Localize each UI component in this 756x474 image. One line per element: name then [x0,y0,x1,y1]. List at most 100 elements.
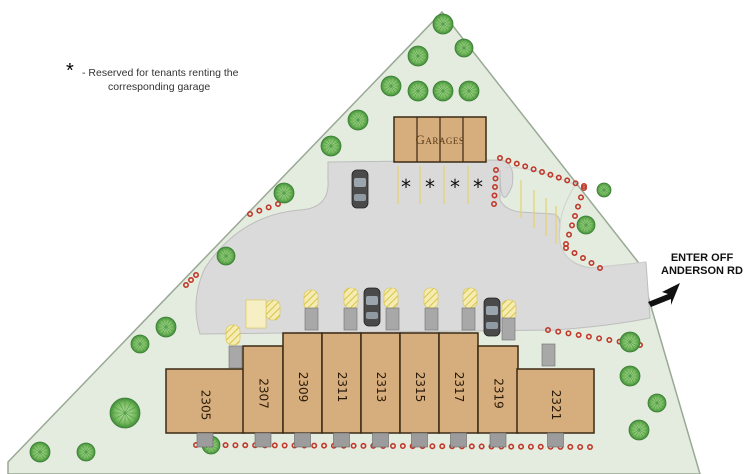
unit-2317: 2317 [438,332,479,448]
hedge-shrub [565,231,572,238]
hedge-shrub [468,443,475,450]
hedge-shrub [256,207,263,214]
reserved-markers: * * * * [401,175,483,199]
unit-2319: 2319 [477,345,519,448]
stoop [501,317,516,341]
hedge-shrub [429,443,436,450]
shrub-icon [576,215,596,235]
accessible-stall [265,299,281,321]
shrub-icon [407,80,429,102]
garage-building: Garages [393,116,487,163]
unit-2307: 2307 [242,345,284,448]
unit-number: 2315 [413,372,427,403]
unit-number: 2307 [257,378,271,409]
hedge-shrub [439,443,446,450]
hedge-shrub [508,443,515,450]
hedge-shrub [537,443,544,450]
hedge-shrub [562,245,569,252]
shrub-icon [273,182,295,204]
unit-number: 2321 [549,390,563,421]
accessible-stall [225,324,241,346]
car-icon [483,297,501,337]
trees [29,13,667,463]
hedge-shrub [580,185,587,192]
hedge-shrub [579,255,586,262]
unit-number: 2319 [492,378,506,409]
hedge-shrub [513,160,520,167]
shrub-icon [29,441,51,463]
accessible-stall [462,287,478,309]
shrub-icon [155,316,177,338]
hedge-shrub [568,222,575,229]
shrub-icon [407,45,429,67]
shrub-icon [647,393,667,413]
shrub-icon [130,334,150,354]
stoop [424,307,439,331]
stoop [228,345,243,369]
hedge-shrub [242,442,249,449]
hedge-shrub [188,276,195,283]
hedge-shrub [389,442,396,449]
shrub-icon [628,419,650,441]
hedge-shrub [555,328,562,335]
accessible-stall [501,299,517,321]
asterisk-icon: * [450,175,460,199]
accessible-stall [343,287,359,309]
hedge-shrub [193,271,200,278]
parked-cars [351,169,501,337]
hedge-shrub [530,166,537,173]
accessible-stall [303,289,319,311]
stoop [541,343,556,367]
hedge-shrub [575,331,582,338]
hedge-shrub [490,201,497,208]
hedge-shrub [574,203,581,210]
asterisk-icon: * [473,175,483,199]
shrub-icon [380,75,402,97]
hedge-shrub [232,442,239,449]
hedge-shrub [544,326,551,333]
shrub-icon [458,80,480,102]
hedge-shrub [555,174,562,181]
hedge-shrub [571,250,578,257]
shrub-icon [347,109,369,131]
hedge-shrub [478,443,485,450]
hedge-shrub [360,442,367,449]
arrow-icon [648,283,680,307]
marked-stall [245,299,267,329]
unit-number: 2313 [374,372,388,403]
shrub-icon [619,331,641,353]
hedge-shrub [577,443,584,450]
unit-number: 2311 [335,372,349,403]
hedge-shrub [281,442,288,449]
stoop [461,307,476,331]
legend-text-line-1: - Reserved for tenants renting the [82,67,239,79]
asterisk-icon: * [425,175,435,199]
hedge-shrub [538,169,545,176]
unit-2305: 2305 [165,368,245,448]
hedge-shrub [265,204,272,211]
hedge-shrub [491,184,498,191]
hedge-shrub [596,264,603,271]
accessible-stall [383,287,399,309]
asterisk-icon: * [66,60,74,82]
unit-2315: 2315 [399,332,440,448]
legend-text-line-2: corresponding garage [108,81,211,93]
hedge-shrub [222,442,229,449]
hedge-shrub [547,171,554,178]
car-icon [351,169,369,209]
hedge-shrub [571,213,578,220]
hedge-shrub [491,192,498,199]
garages-label: Garages [416,132,465,147]
hedge-shrub [311,442,318,449]
hedge-shrub [271,442,278,449]
shrub-icon [432,13,454,35]
hedge-shrub [586,443,593,450]
shrub-icon [596,182,612,198]
hedge-shrub [247,211,254,218]
shrub-icon [619,365,641,387]
unit-2313: 2313 [360,332,401,448]
stoop [304,307,319,331]
car-icon [363,287,381,327]
